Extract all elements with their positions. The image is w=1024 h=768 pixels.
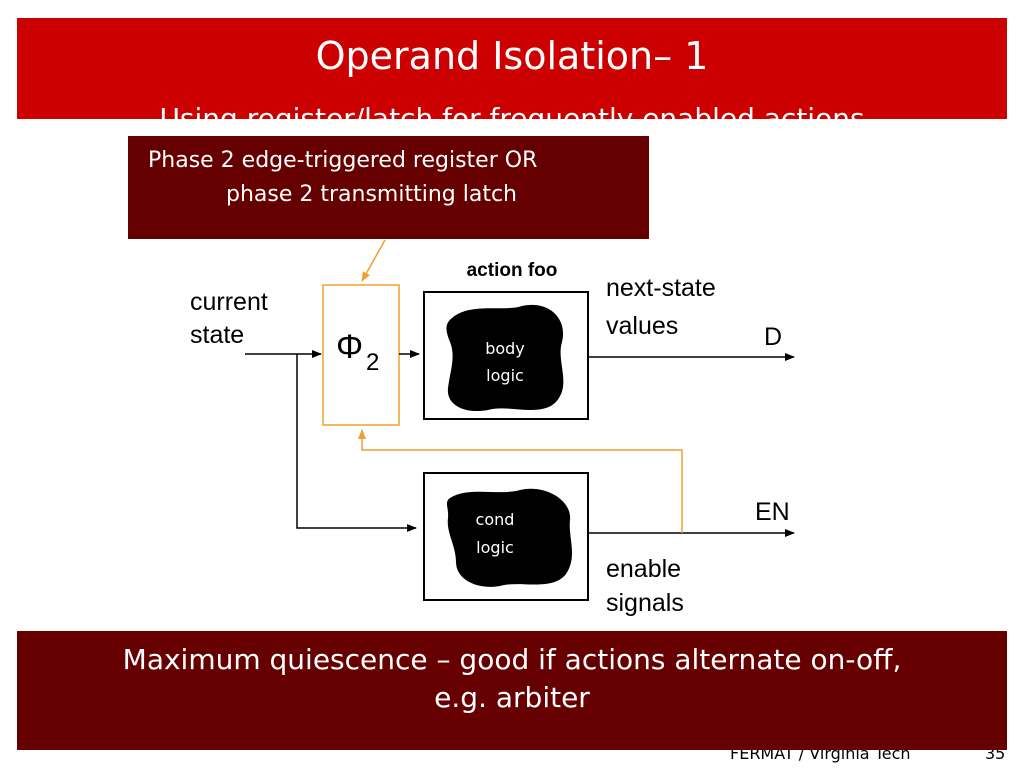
cond-logic-input-wire <box>296 354 417 532</box>
body-logic-label-line2: logic <box>486 366 524 385</box>
title-banner: Operand Isolation– 1 Using register/latc… <box>17 18 1007 135</box>
en-label: EN <box>755 498 790 526</box>
enable-signals-label-line1: enable <box>606 555 681 583</box>
conclusion-banner: Maximum quiescence – good if actions alt… <box>17 631 1007 750</box>
latch-phi-subscript: 2 <box>366 349 379 376</box>
action-foo-label: action foo <box>467 260 558 281</box>
slide-subtitle: Using register/latch for frequently enab… <box>159 102 865 135</box>
callout-text-line2: phase 2 transmitting latch <box>226 182 517 207</box>
next-state-label-line1: next-state <box>606 274 716 302</box>
latch-phi-symbol: Φ <box>336 328 363 366</box>
callout-pointer-arrow <box>361 239 386 282</box>
body-logic-label-line1: body <box>485 339 525 358</box>
conclusion-line1: Maximum quiescence – good if actions alt… <box>122 643 902 676</box>
d-label: D <box>764 323 782 351</box>
current-state-label-line2: state <box>190 321 244 349</box>
latch-callout-box: Phase 2 edge-triggered register OR phase… <box>128 136 649 239</box>
callout-text-line1: Phase 2 edge-triggered register OR <box>148 148 538 173</box>
conclusion-line2: e.g. arbiter <box>434 681 590 714</box>
cond-logic-blob <box>446 488 573 587</box>
phase2-latch-box <box>322 284 400 426</box>
enable-feedback-wire <box>358 429 683 533</box>
body-logic-blob <box>446 304 564 412</box>
enable-signals-label-line2: signals <box>606 589 684 617</box>
current-state-label-line1: current <box>190 288 268 316</box>
cond-logic-label-line1: cond <box>476 510 515 529</box>
slide-title: Operand Isolation– 1 <box>315 34 709 78</box>
next-state-label-line2: values <box>606 312 678 340</box>
cond-logic-label-line2: logic <box>476 538 514 557</box>
